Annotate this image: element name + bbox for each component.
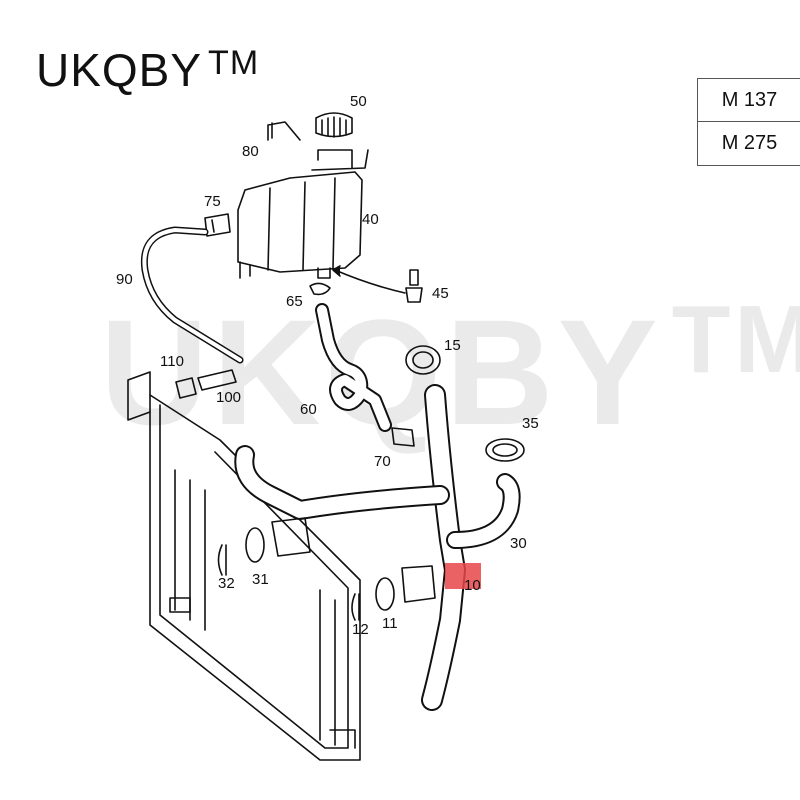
highlight-10 [445,563,481,589]
callout-35: 35 [522,415,539,432]
tank-mount [239,261,251,279]
watermark-tm: TM [671,286,800,393]
callout-32: 32 [218,575,235,592]
model-row-1: M 137 [721,89,778,111]
sensor-45 [405,269,423,303]
tank-ribs [267,177,336,271]
brand-tm: TM [208,44,260,82]
clamp-15-inner [412,351,434,369]
expansion-tank [237,149,369,279]
callout-110: 110 [160,353,184,370]
callout-15: 15 [444,337,461,354]
hose-90 [140,226,244,364]
callout-100: 100 [216,389,241,406]
connector-11 [401,565,436,603]
arrow-45 [334,269,406,294]
radiator-fins [174,469,336,746]
tank-outlet [317,267,331,279]
clamp-65 [309,282,331,296]
callout-65: 65 [286,293,303,310]
clip-110 [175,377,197,399]
hose-30-core [448,475,519,547]
callout-50: 50 [350,93,367,110]
ring-11 [375,577,395,611]
callout-80: 80 [242,143,259,160]
hose-90-core [142,228,242,362]
connector-31 [271,517,311,557]
piece-100 [197,369,237,391]
clamp-35-inner [492,443,518,457]
callout-45: 45 [432,285,449,302]
clip-70 [391,427,415,447]
brand-name: UKQBY [36,44,203,96]
clip-75 [204,213,231,237]
callout-40: 40 [362,211,379,228]
callout-11: 11 [382,615,398,632]
callout-10: 10 [464,577,481,594]
callout-75: 75 [204,193,221,210]
tank-body [237,171,363,273]
clamp-15 [405,345,441,375]
callout-31: 31 [252,571,269,588]
arrow-45-head [332,265,341,277]
ring-31 [245,527,265,563]
hose-60-core [317,305,390,430]
model-row-2: M 275 [698,121,800,164]
radiator-outline [149,394,361,761]
radiator-inner [159,404,349,749]
cap-50 [315,112,353,138]
model-table: M 137 M 275 [697,78,800,166]
bleed-hose-80 [267,121,301,141]
lower-hose-core [236,447,448,518]
radiator-left-tank [127,371,151,421]
clip-32 [217,544,227,576]
callout-90: 90 [116,271,133,288]
clamp-35 [485,438,525,462]
tank-neck [311,149,369,171]
clip-12 [351,593,360,621]
callout-30: 30 [510,535,527,552]
callout-70: 70 [374,453,391,470]
cap-body [315,112,353,138]
callout-12: 12 [352,621,369,638]
radiator-bottom-bracket [169,597,356,749]
cap-ribs [321,116,347,138]
radiator [127,371,361,761]
callout-60: 60 [300,401,317,418]
